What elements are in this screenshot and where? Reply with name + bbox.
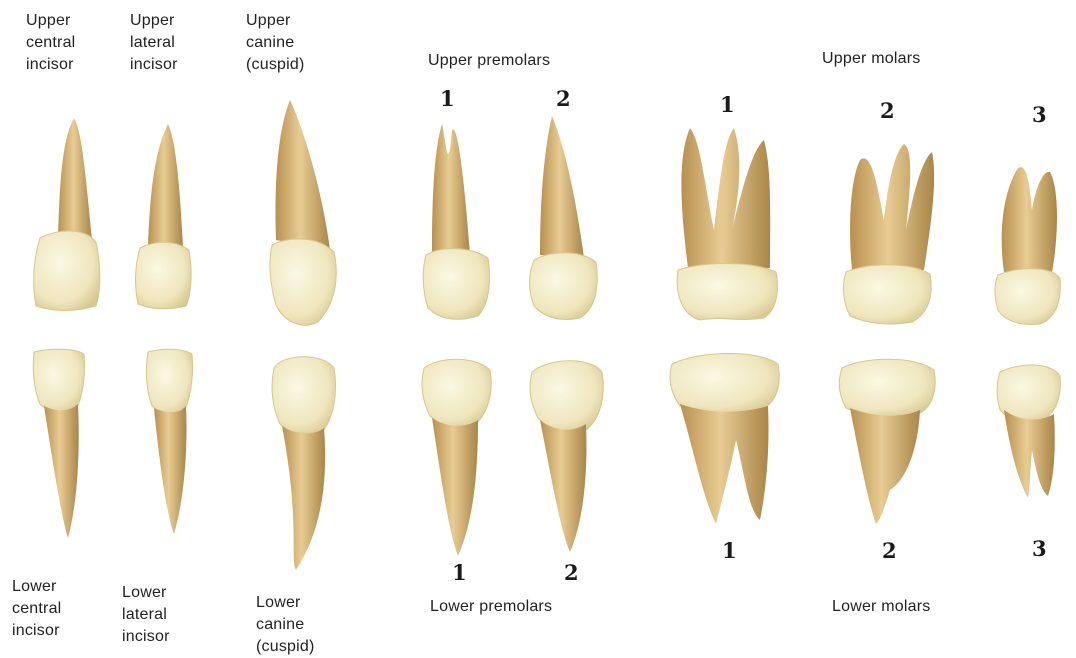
label-lower-canine: Lower canine (cuspid) xyxy=(256,592,315,658)
lower-premolar-1-tooth xyxy=(422,359,491,556)
lower-molar-1-tooth xyxy=(670,354,779,525)
lower-premolar-2-tooth xyxy=(530,361,603,552)
number-lower-premolar-2: 2 xyxy=(564,560,579,585)
number-upper-molar-2: 2 xyxy=(880,98,895,123)
label-upper-canine: Upper canine (cuspid) xyxy=(246,10,305,76)
label-upper-lateral-incisor: Upper lateral incisor xyxy=(130,10,178,76)
upper-lateral-incisor-tooth xyxy=(136,124,192,309)
upper-molar-3-tooth xyxy=(995,167,1060,324)
lower-central-incisor-tooth xyxy=(33,349,84,538)
number-lower-premolar-1: 1 xyxy=(452,560,467,585)
upper-premolar-1-tooth xyxy=(423,124,489,319)
number-upper-premolar-2: 2 xyxy=(556,86,571,111)
label-lower-premolars: Lower premolars xyxy=(430,596,552,618)
number-upper-molar-3: 3 xyxy=(1032,102,1047,127)
lower-molar-2-tooth xyxy=(839,359,935,524)
label-lower-molars: Lower molars xyxy=(832,596,930,618)
upper-central-incisor-tooth xyxy=(34,118,100,311)
upper-molar-1-tooth xyxy=(677,128,777,320)
label-lower-lateral-incisor: Lower lateral incisor xyxy=(122,582,170,648)
upper-canine-tooth xyxy=(270,100,336,325)
lower-molar-3-tooth xyxy=(997,365,1060,498)
lower-canine-tooth xyxy=(272,357,336,570)
label-upper-premolars: Upper premolars xyxy=(428,50,550,72)
lower-lateral-incisor-tooth xyxy=(146,349,192,534)
upper-molar-2-tooth xyxy=(843,144,934,324)
label-upper-central-incisor: Upper central incisor xyxy=(26,10,75,76)
number-lower-molar-3: 3 xyxy=(1032,536,1047,561)
upper-premolar-2-tooth xyxy=(530,116,598,320)
number-lower-molar-2: 2 xyxy=(882,538,897,563)
label-lower-central-incisor: Lower central incisor xyxy=(12,576,61,642)
label-upper-molars: Upper molars xyxy=(822,48,920,70)
number-lower-molar-1: 1 xyxy=(722,538,737,563)
number-upper-molar-1: 1 xyxy=(720,92,735,117)
number-upper-premolar-1: 1 xyxy=(440,86,455,111)
